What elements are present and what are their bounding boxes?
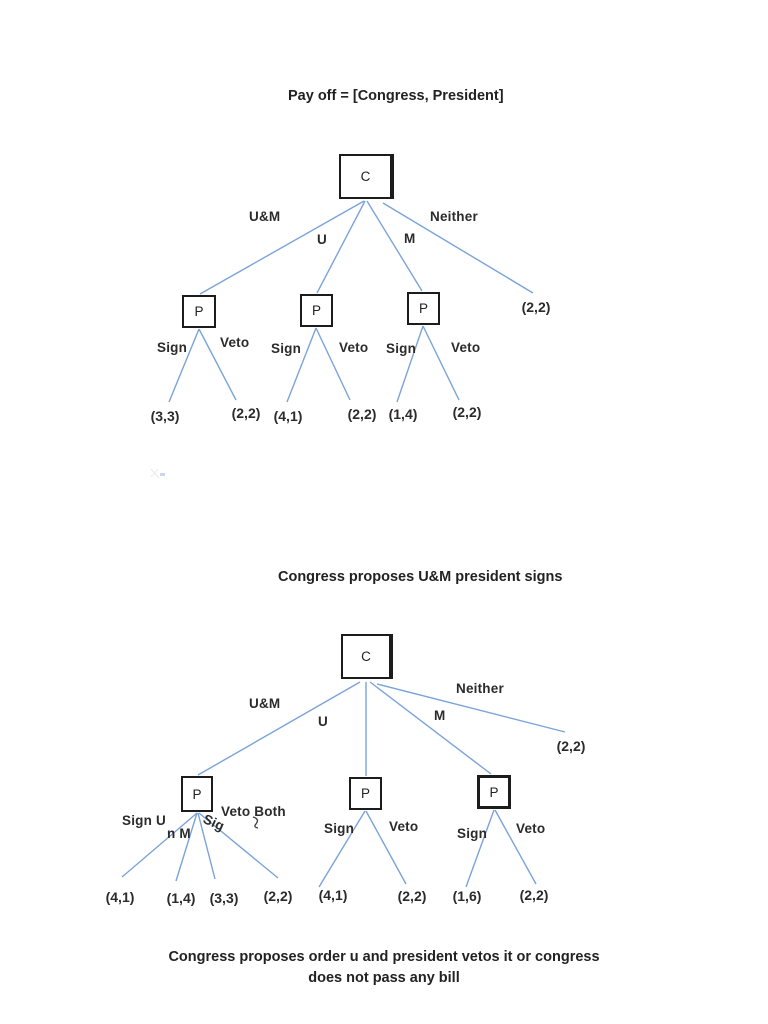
tree2-payoff-4: (2,2) xyxy=(263,888,293,904)
edge-line xyxy=(198,328,237,401)
tree2-payoff-2: (1,4) xyxy=(166,890,196,906)
tree1-root-node: C xyxy=(339,154,394,199)
tree2-branch-label-neither: Neither xyxy=(456,681,504,696)
edge-line xyxy=(369,681,492,775)
tree2-left-branch-label-sign-m: n M xyxy=(167,826,191,841)
tree2-p-node-mid: P xyxy=(349,777,382,810)
tree2-payoff-6: (2,2) xyxy=(397,888,427,904)
tree1-p-node-3: P xyxy=(407,292,440,325)
bottom-caption: Congress proposes order u and president … xyxy=(140,947,628,989)
tree1-payoff-1: (3,3) xyxy=(150,408,180,424)
edge-line xyxy=(199,200,365,295)
edge-line xyxy=(376,683,566,733)
bottom-caption-line-2: does not pass any bill xyxy=(308,970,460,986)
tree1-branch-label-um: U&M xyxy=(249,209,281,224)
tree2-payoff-8: (2,2) xyxy=(519,887,549,903)
tree1-p-node-2: P xyxy=(300,294,333,327)
tree1-branch-label-u: U xyxy=(317,232,327,247)
bottom-caption-line-1: Congress proposes order u and president … xyxy=(168,949,600,965)
tree2-title: Congress proposes U&M president signs xyxy=(278,569,563,585)
tree1-payoff-2: (2,2) xyxy=(231,405,261,421)
tree2-payoff-3: (3,3) xyxy=(209,890,239,906)
tree1-branch-label-m: M xyxy=(404,231,416,246)
tree1-sign-label-2: Sign xyxy=(271,341,302,356)
tree1-neither-payoff: (2,2) xyxy=(521,299,551,315)
tree2-mid-sign-label: Sign xyxy=(324,821,355,836)
tree2-left-branch-label-sign-u: Sign U xyxy=(122,813,166,828)
stray-squiggle-mark xyxy=(252,816,259,829)
tree2-p-node-right: P xyxy=(477,775,511,809)
edge-line xyxy=(382,202,534,294)
edge-line xyxy=(465,809,495,888)
tree2-payoff-7: (1,6) xyxy=(452,888,482,904)
tree2-right-veto-label: Veto xyxy=(516,821,546,836)
tree2-mid-veto-label: Veto xyxy=(389,819,419,834)
edge-line xyxy=(198,812,279,879)
tree1-payoff-3: (4,1) xyxy=(273,408,303,424)
edge-line xyxy=(197,812,216,880)
tree1-payoff-5: (1,4) xyxy=(388,406,418,422)
tree2-left-branch-label-veto-both: Veto Both xyxy=(221,804,286,819)
payoff-note-title: Pay off = [Congress, President] xyxy=(288,88,504,104)
edge-line xyxy=(168,328,200,403)
edge-line xyxy=(316,200,366,294)
tree1-payoff-4: (2,2) xyxy=(347,406,377,422)
tree1-veto-label-3: Veto xyxy=(451,340,481,355)
tree1-branch-label-neither: Neither xyxy=(430,209,478,224)
tree1-sign-label-1: Sign xyxy=(157,340,188,355)
tree2-p-node-left: P xyxy=(181,776,213,812)
tree2-payoff-5: (4,1) xyxy=(318,887,348,903)
edge-line xyxy=(366,200,423,292)
tree1-veto-label-2: Veto xyxy=(339,340,369,355)
tree1-sign-label-3: Sign xyxy=(386,341,417,356)
tree1-p-node-1: P xyxy=(182,295,216,328)
tree1-veto-label-1: Veto xyxy=(220,335,250,350)
edge-line xyxy=(396,325,424,403)
tree2-payoff-1: (4,1) xyxy=(105,889,135,905)
tree2-root-node: C xyxy=(341,634,393,679)
tree2-branch-label-u: U xyxy=(318,714,328,729)
edge-line xyxy=(494,809,537,885)
tree2-right-sign-label: Sign xyxy=(457,826,488,841)
edge-line xyxy=(422,325,460,401)
tree2-neither-payoff: (2,2) xyxy=(556,738,586,754)
edge-line xyxy=(121,812,198,878)
edge-line xyxy=(197,681,361,776)
edge-line xyxy=(365,810,407,885)
edge-line xyxy=(315,327,351,401)
tree2-branch-label-m: M xyxy=(434,708,446,723)
tree2-branch-label-um: U&M xyxy=(249,696,281,711)
tree1-payoff-6: (2,2) xyxy=(452,404,482,420)
edge-line xyxy=(175,812,198,882)
faint-smudge-mark xyxy=(150,468,165,479)
edge-line xyxy=(286,327,317,403)
edge-line xyxy=(318,810,366,888)
